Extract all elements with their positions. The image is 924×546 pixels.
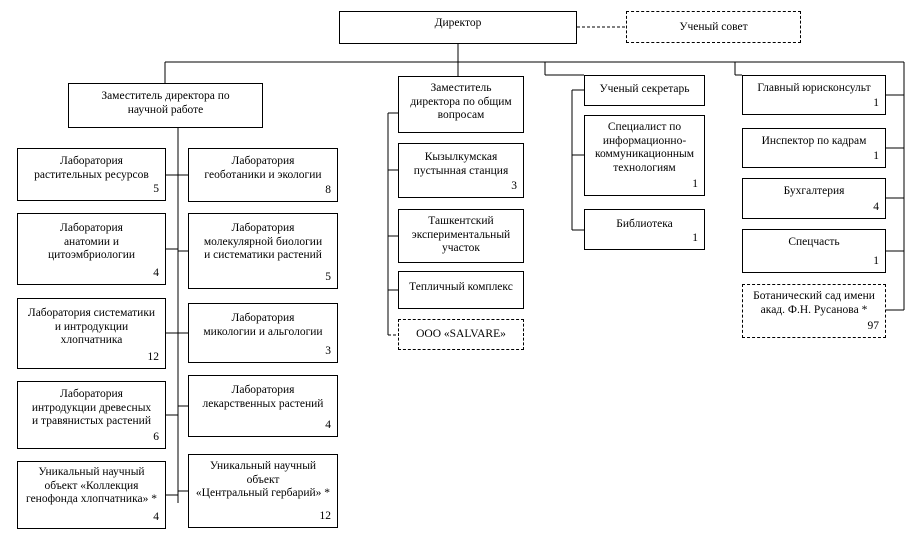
staff-count: 12: [147, 350, 160, 363]
unit-box: Спецчасть 1: [742, 229, 886, 273]
staff-count: 4: [325, 418, 331, 431]
staff-count: 97: [867, 319, 880, 332]
unit-title: Кызылкумская пустынная станция: [413, 151, 509, 177]
unit-box: Главный юрисконсульт 1: [742, 75, 886, 115]
lab-title: Лаборатория микологии и альгологии: [203, 312, 323, 338]
unit-box: Инспектор по кадрам 1: [742, 128, 886, 168]
staff-count: 1: [692, 231, 698, 244]
lab-box: Лаборатория микологии и альгологии 3: [188, 303, 338, 363]
salvare-box: ООО «SALVARE»: [398, 319, 524, 350]
unit-title: Тепличный комплекс: [409, 281, 513, 293]
unit-box: Тепличный комплекс: [398, 271, 524, 309]
unit-box: Кызылкумская пустынная станция 3: [398, 143, 524, 198]
unit-title: Главный юрисконсульт: [757, 82, 871, 94]
unit-box: Специалист по информационно- коммуникаци…: [584, 115, 705, 196]
secretary-title: Ученый секретарь: [599, 83, 690, 95]
general-deputy-box: Заместитель директора по общим вопросам: [398, 76, 524, 133]
unit-box: Бухгалтерия 4: [742, 178, 886, 219]
unit-title: Спецчасть: [788, 236, 840, 248]
staff-count: 5: [153, 182, 159, 195]
staff-count: 1: [873, 96, 879, 109]
lab-title: Лаборатория молекулярной биологии и сист…: [203, 222, 323, 261]
lab-title: Лаборатория лекарственных растений: [202, 384, 324, 410]
lab-box: Лаборатория систематики и интродукции хл…: [17, 298, 166, 369]
director-box: Директор: [339, 11, 577, 44]
unit-title: Специалист по информационно- коммуникаци…: [594, 121, 695, 174]
lab-box: Лаборатория анатомии и цитоэмбриологии 4: [17, 213, 166, 285]
staff-count: 4: [153, 510, 159, 523]
staff-count: 1: [692, 177, 698, 190]
unique-object-title: Уникальный научный объект «Коллекция ген…: [26, 466, 157, 505]
lab-title: Лаборатория анатомии и цитоэмбриологии: [47, 222, 136, 261]
unit-box: Ташкентский экспериментальный участок: [398, 209, 524, 263]
unit-title: Ботанический сад имени акад. Ф.Н. Русано…: [753, 290, 875, 316]
lab-box: Лаборатория лекарственных растений 4: [188, 375, 338, 437]
science-deputy-box: Заместитель директора по научной работе: [68, 83, 263, 128]
lab-title: Лаборатория растительных ресурсов: [34, 155, 149, 181]
unique-object-box: Уникальный научный объект «Центральный г…: [188, 454, 338, 528]
academic-council-box: Ученый совет: [626, 11, 801, 43]
staff-count: 12: [319, 509, 332, 522]
unique-object-title: Уникальный научный объект «Центральный г…: [195, 460, 331, 499]
lab-box: Лаборатория молекулярной биологии и сист…: [188, 213, 338, 289]
staff-count: 3: [325, 344, 331, 357]
staff-count: 5: [325, 270, 331, 283]
secretary-box: Ученый секретарь: [584, 75, 705, 106]
general-deputy-title: Заместитель директора по общим вопросам: [410, 82, 512, 121]
staff-count: 1: [873, 149, 879, 162]
staff-count: 4: [153, 266, 159, 279]
lab-title: Лаборатория интродукции древесных и трав…: [31, 388, 152, 427]
staff-count: 4: [873, 200, 879, 213]
unit-title: Инспектор по кадрам: [761, 135, 867, 147]
lab-title: Лаборатория геоботаники и экологии: [204, 155, 322, 181]
lab-box: Лаборатория растительных ресурсов 5: [17, 148, 166, 201]
lab-box: Лаборатория интродукции древесных и трав…: [17, 381, 166, 449]
lab-title: Лаборатория систематики и интродукции хл…: [27, 307, 156, 346]
unit-box: Библиотека 1: [584, 209, 705, 250]
science-deputy-title: Заместитель директора по научной работе: [101, 90, 230, 116]
staff-count: 8: [325, 183, 331, 196]
unit-title: Ташкентский экспериментальный участок: [411, 215, 511, 254]
unit-title: Библиотека: [616, 218, 673, 230]
staff-count: 6: [153, 430, 159, 443]
unit-title: ООО «SALVARE»: [416, 328, 506, 340]
unit-title: Бухгалтерия: [783, 185, 845, 197]
staff-count: 1: [873, 254, 879, 267]
lab-box: Лаборатория геоботаники и экологии 8: [188, 148, 338, 202]
staff-count: 3: [511, 179, 517, 192]
academic-council-title: Ученый совет: [679, 21, 748, 33]
unique-object-box: Уникальный научный объект «Коллекция ген…: [17, 461, 166, 529]
botanical-garden-box: Ботанический сад имени акад. Ф.Н. Русано…: [742, 284, 886, 338]
director-title: Директор: [434, 17, 482, 29]
